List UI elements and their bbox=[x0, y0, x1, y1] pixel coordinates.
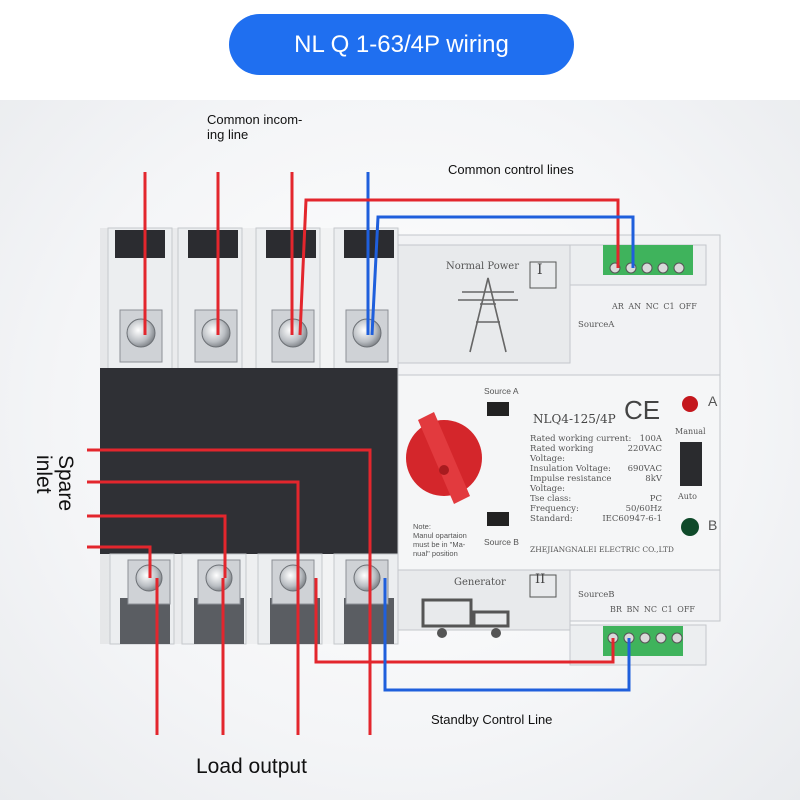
spec-row: Frequency:50/60Hz bbox=[530, 504, 662, 514]
terminal-labels-bottom: BR BN NC C1 OFF bbox=[610, 605, 695, 614]
indicator-b-label: B bbox=[708, 517, 718, 533]
switch-source-a: Source A bbox=[484, 386, 519, 396]
wiring-lines bbox=[87, 172, 635, 735]
spare-inlet-line-2 bbox=[87, 480, 300, 578]
panel-normal-power: Normal Power bbox=[446, 261, 519, 272]
spec-table: Rated working current:100A Rated working… bbox=[530, 434, 662, 524]
spec-row: Standard:IEC60947-6-1 bbox=[530, 514, 662, 524]
label-common-control-lines: Common control lines bbox=[448, 162, 574, 177]
source-a-label: SourceA bbox=[578, 320, 615, 330]
spec-row: Rated working Voltage:220VAC bbox=[530, 444, 662, 464]
lower-terminal-screws bbox=[127, 559, 389, 605]
control-line-red bbox=[298, 198, 620, 336]
title-banner: NL Q 1-63/4P wiring bbox=[229, 14, 574, 75]
standby-line-blue bbox=[383, 578, 631, 692]
manual-label: Manual bbox=[675, 427, 706, 436]
model-number: NLQ4-125/4P bbox=[533, 412, 616, 426]
spec-row: Insulation Voltage:690VAC bbox=[530, 464, 662, 474]
switch-source-b: Source B bbox=[484, 537, 519, 547]
standby-line-red bbox=[314, 578, 615, 664]
manual-note: Note: Manul opartaion must be in "Ma- nu… bbox=[413, 522, 467, 558]
spec-row: Rated working current:100A bbox=[530, 434, 662, 444]
spare-inlet-line-3 bbox=[87, 514, 227, 578]
panel-generator: Generator bbox=[454, 577, 506, 588]
indicator-a-label: A bbox=[708, 393, 718, 409]
panel-number-i: I bbox=[537, 262, 543, 278]
spec-row: Impulse resistance Voltage:8kV bbox=[530, 474, 662, 494]
pole-cover-band bbox=[100, 368, 400, 554]
ce-mark: CE bbox=[624, 395, 661, 425]
label-spare-inlet: Spare inlet bbox=[32, 455, 77, 512]
spare-inlet-line-1 bbox=[87, 448, 372, 578]
title-text: NL Q 1-63/4P wiring bbox=[294, 30, 509, 58]
terminal-labels-top: AR AN NC C1 OFF bbox=[612, 302, 697, 311]
spare-inlet-line-4 bbox=[87, 545, 152, 578]
auto-label: Auto bbox=[678, 492, 697, 501]
source-b-label: SourceB bbox=[578, 590, 615, 600]
control-line-blue bbox=[370, 215, 635, 336]
label-load-output: Load output bbox=[196, 755, 307, 778]
label-common-incoming-line: Common incom- ing line bbox=[207, 112, 303, 142]
label-standby-control-line: Standby Control Line bbox=[431, 712, 553, 727]
spec-row: Tse class:PC bbox=[530, 494, 662, 504]
panel-number-ii: II bbox=[535, 572, 546, 587]
manufacturer-name: ZHEJIANGNALEI ELECTRIC CO.,LTD bbox=[530, 545, 674, 554]
terminal-block-bottom bbox=[603, 626, 683, 656]
control-module bbox=[397, 234, 721, 666]
